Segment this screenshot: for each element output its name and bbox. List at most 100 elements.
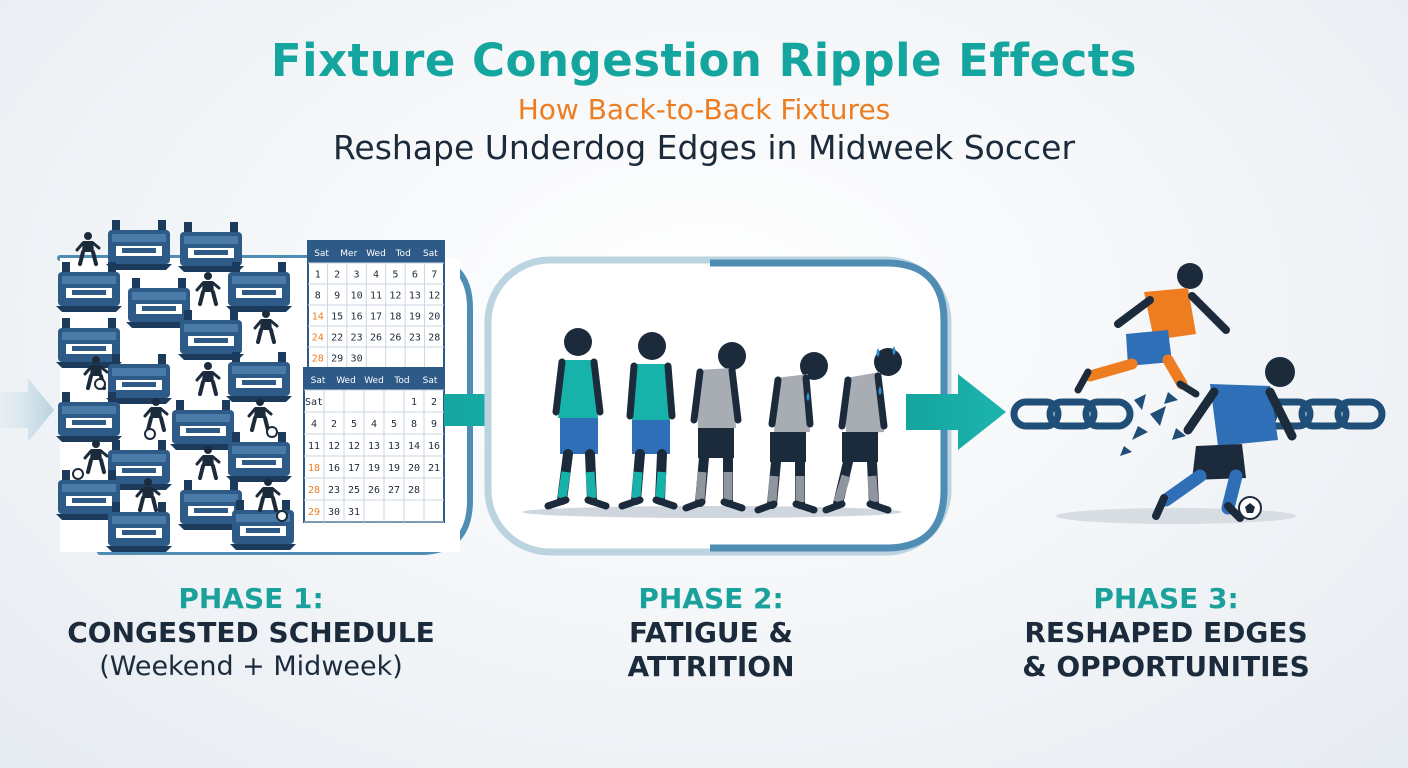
- calendar-day: 21: [428, 463, 440, 474]
- soccer-ball-icon: [1238, 496, 1262, 520]
- calendar-day: 23: [351, 333, 363, 344]
- calendar-day: 14: [312, 312, 324, 323]
- calendar-day: 4: [371, 419, 377, 430]
- player-blue-running: [1152, 357, 1297, 522]
- calendar-day: 5: [392, 270, 398, 281]
- calendar-header-day: Tod: [393, 376, 409, 386]
- phase-1-label: PHASE 1:: [178, 582, 324, 615]
- flow-arrow-2: [906, 374, 1006, 450]
- phase-1-title: CONGESTED SCHEDULE: [67, 616, 435, 649]
- calendar-day: 11: [308, 441, 320, 452]
- calendar-header-bar: [308, 241, 444, 263]
- calendar-day: 19: [409, 312, 421, 323]
- calendar-day: 17: [370, 312, 382, 323]
- calendar-day: 23: [328, 485, 340, 496]
- calendar-day: 26: [368, 485, 380, 496]
- calendar-day: 26: [370, 333, 382, 344]
- calendar-day: 5: [391, 419, 397, 430]
- calendar-day: 28: [428, 333, 440, 344]
- breaking-chain: [1014, 392, 1382, 456]
- calendar-day: 14: [408, 441, 420, 452]
- phase-2-label: PHASE 2:: [638, 582, 784, 615]
- calendar-day: 18: [389, 312, 401, 323]
- calendar-day: 16: [328, 463, 340, 474]
- calendar-day: 20: [408, 463, 420, 474]
- calendar-header-day: Tod: [395, 249, 411, 259]
- phase-3-label: PHASE 3:: [1093, 582, 1239, 615]
- phase-2-title-line-2: ATTRITION: [627, 650, 795, 683]
- entry-arrow: [0, 378, 54, 442]
- calendar-header-day: Wed: [364, 376, 384, 386]
- calendar-header-day: Wed: [366, 249, 386, 259]
- calendar-day: 26: [389, 333, 401, 344]
- calendar-day: 7: [431, 270, 437, 281]
- calendar-day: 30: [351, 354, 363, 365]
- calendar-day: 4: [373, 270, 379, 281]
- calendar-day: 13: [368, 441, 380, 452]
- calendar-header-day: Mer: [340, 249, 357, 259]
- phase-1-subtitle: (Weekend + Midweek): [99, 651, 403, 682]
- phase-3-title-line-1: RESHAPED EDGES: [1024, 616, 1308, 649]
- player-orange-leaping: [1074, 263, 1230, 398]
- calendar-day: 9: [334, 291, 340, 302]
- calendar-day: 31: [348, 507, 360, 518]
- calendar-day: 28: [308, 485, 320, 496]
- calendar-day: 24: [312, 333, 324, 344]
- calendar-day: 2: [431, 397, 437, 408]
- calendar-day: 11: [370, 291, 382, 302]
- calendar-day: 1: [315, 270, 321, 281]
- phase-3-title-line-2: & OPPORTUNITIES: [1022, 650, 1310, 683]
- calendar-day: 17: [348, 463, 360, 474]
- calendar-day: 28: [312, 354, 324, 365]
- calendar-day: 12: [428, 291, 440, 302]
- calendar-day: 29: [331, 354, 343, 365]
- calendar-day: 13: [409, 291, 421, 302]
- calendar-day: 27: [388, 485, 400, 496]
- subtitle-line-2: Reshape Underdog Edges in Midweek Soccer: [332, 128, 1076, 167]
- calendar-day: 12: [389, 291, 401, 302]
- calendar-day: 16: [351, 312, 363, 323]
- calendar-day: 23: [409, 333, 421, 344]
- calendar-header-day: Wed: [336, 376, 356, 386]
- calendar-header-day: Sat: [423, 249, 438, 259]
- calendar-day: Sat: [305, 397, 323, 408]
- calendar-day: 30: [328, 507, 340, 518]
- subtitle-line-1: How Back-to-Back Fixtures: [517, 93, 891, 126]
- calendar-frame: [303, 367, 445, 523]
- calendar-day: 28: [408, 485, 420, 496]
- calendar-day: 18: [308, 463, 320, 474]
- calendar-header-day: Sat: [423, 376, 438, 386]
- player-tiring-3: [682, 342, 746, 512]
- phase-2-caption: PHASE 2: FATIGUE & ATTRITION: [511, 582, 911, 684]
- calendar-header-day: Sat: [314, 249, 329, 259]
- phase-2-title-line-1: FATIGUE &: [629, 616, 793, 649]
- calendar-day: 12: [328, 441, 340, 452]
- calendar-day: 15: [331, 312, 343, 323]
- player-fresh-2: [618, 332, 678, 510]
- calendar-day: 20: [428, 312, 440, 323]
- calendar-day: 13: [388, 441, 400, 452]
- phase-3-caption: PHASE 3: RESHAPED EDGES & OPPORTUNITIES: [966, 582, 1366, 684]
- calendar-day: 2: [331, 419, 337, 430]
- calendar-day: 4: [311, 419, 317, 430]
- calendar-day: 10: [351, 291, 363, 302]
- player-fresh-1: [544, 328, 610, 510]
- calendar-header-bar: [304, 368, 444, 390]
- stadium-collage: [56, 220, 296, 552]
- phase-1-caption: PHASE 1: CONGESTED SCHEDULE (Weekend + M…: [51, 582, 451, 684]
- calendar-day: 2: [334, 270, 340, 281]
- calendar-day: 19: [388, 463, 400, 474]
- calendar-day: 1: [411, 397, 417, 408]
- page-title: Fixture Congestion Ripple Effects: [270, 34, 1138, 87]
- calendar-day: 5: [351, 419, 357, 430]
- calendar-day: 3: [354, 270, 360, 281]
- calendar-day: 8: [315, 291, 321, 302]
- calendar-header-day: Sat: [311, 376, 326, 386]
- calendar-day: 9: [431, 419, 437, 430]
- calendar-day: 25: [348, 485, 360, 496]
- calendar-day: 22: [331, 333, 343, 344]
- calendar-day: 16: [428, 441, 440, 452]
- calendar-day: 6: [412, 270, 418, 281]
